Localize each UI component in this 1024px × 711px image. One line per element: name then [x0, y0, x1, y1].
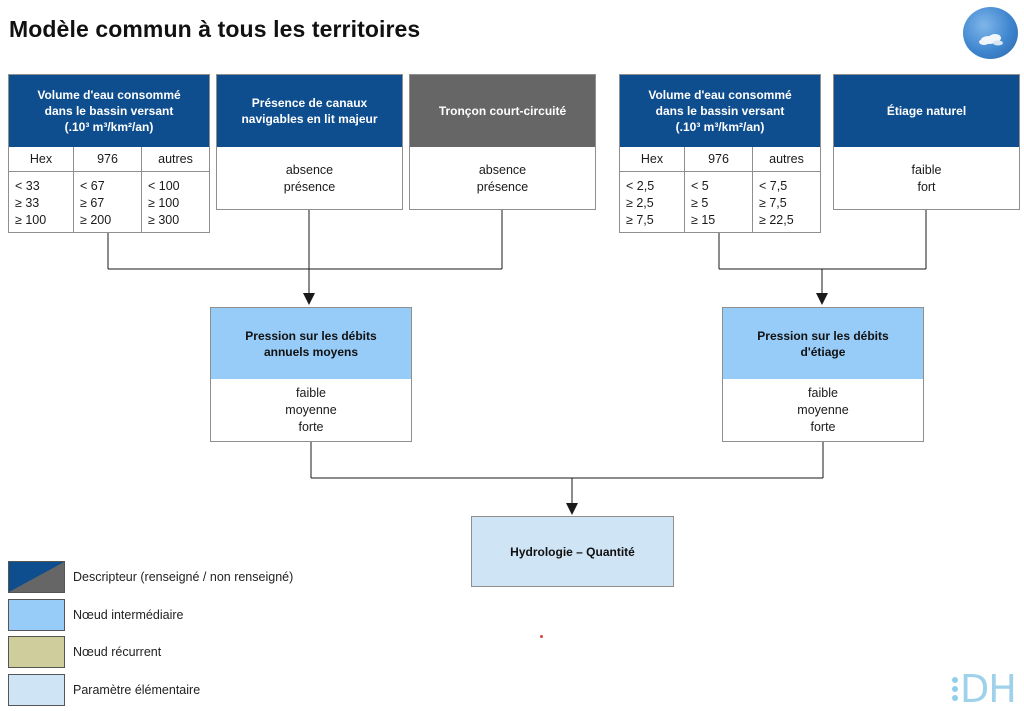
header-line: Volume d'eau consommé	[37, 88, 181, 102]
threshold-cell: < 67	[80, 179, 105, 193]
modality-list: faible moyenne forte	[723, 385, 923, 436]
header-line: Pression sur les débits	[757, 328, 889, 343]
descriptor-volume-annual: Volume d'eau consommé dans le bassin ver…	[8, 74, 210, 233]
threshold-cell: ≥ 200	[80, 213, 112, 227]
legend-swatch	[8, 674, 65, 706]
column-header: Hex	[620, 147, 684, 172]
column-header: autres	[142, 147, 209, 172]
header-line: dans le bassin versant	[655, 104, 785, 118]
legend-label: Nœud récurrent	[73, 645, 162, 659]
node-header: Pression sur les débits annuels moyens	[211, 308, 411, 379]
red-dot-marker	[540, 635, 543, 638]
legend-item-noeud-recurrent: Nœud récurrent	[8, 636, 161, 668]
page-title: Modèle commun à tous les territoires	[9, 16, 421, 42]
node-header: Hydrologie – Quantité	[472, 517, 673, 586]
threshold-table: Hex < 2,5 ≥ 2,5 ≥ 7,5 976 < 5 ≥ 5 ≥ 15 a…	[620, 147, 820, 232]
modality-list: faible fort	[834, 162, 1019, 196]
threshold-cell: < 33	[15, 179, 40, 193]
threshold-cell: ≥ 5	[691, 196, 709, 210]
header-line: dans le bassin versant	[44, 104, 174, 118]
header-line: (.10³ m³/km²/an)	[64, 120, 154, 134]
modality-value: présence	[283, 180, 336, 194]
header-line: Présence de canaux	[251, 96, 368, 110]
modality-value: faible	[296, 386, 326, 400]
threshold-cell: ≥ 100	[15, 213, 47, 227]
node-pression-moyens: Pression sur les débits annuels moyens f…	[210, 307, 412, 442]
threshold-cell: < 7,5	[759, 179, 788, 193]
threshold-cell: ≥ 100	[148, 196, 180, 210]
threshold-cell: < 2,5	[626, 179, 655, 193]
descriptor-canaux: Présence de canaux navigables en lit maj…	[216, 74, 403, 210]
modality-list: faible moyenne forte	[211, 385, 411, 436]
modality-value: présence	[476, 180, 529, 194]
descriptor-header: Étiage naturel	[834, 75, 1019, 147]
legend-label: Paramètre élémentaire	[73, 683, 201, 697]
descriptor-header: Présence de canaux navigables en lit maj…	[217, 75, 402, 147]
header-line: d'étiage	[800, 344, 846, 359]
column-header: Hex	[9, 147, 73, 172]
threshold-cell: < 5	[691, 179, 709, 193]
arrow-down-icon	[303, 293, 315, 305]
descriptor-troncon: Tronçon court-circuité absence présence	[409, 74, 596, 210]
legend-label: Descripteur (renseigné / non renseigné)	[73, 570, 294, 584]
arrow-down-icon	[566, 503, 578, 515]
header-line: Pression sur les débits	[245, 328, 377, 343]
legend-item-descripteur: Descripteur (renseigné / non renseigné)	[8, 561, 293, 593]
threshold-cell: < 100	[148, 179, 180, 193]
threshold-cell: ≥ 7,5	[626, 213, 654, 227]
column-header: 976	[685, 147, 752, 172]
header-line: Volume d'eau consommé	[648, 88, 792, 102]
node-pression-etiage: Pression sur les débits d'étiage faible …	[722, 307, 924, 442]
threshold-cell: ≥ 22,5	[759, 213, 794, 227]
modality-value: faible	[911, 163, 942, 177]
header-line: Tronçon court-circuité	[438, 104, 567, 118]
column-header: 976	[74, 147, 141, 172]
modality-value: moyenne	[797, 403, 849, 417]
header-line: annuels moyens	[263, 344, 358, 359]
header-line: Étiage naturel	[886, 104, 967, 118]
modality-list: absence présence	[410, 162, 595, 196]
modality-value: forte	[810, 420, 836, 434]
threshold-cell: ≥ 300	[148, 213, 180, 227]
descriptor-header: Volume d'eau consommé dans le bassin ver…	[620, 75, 820, 147]
descriptor-etiage-naturel: Étiage naturel faible fort	[833, 74, 1020, 210]
column-header: autres	[753, 147, 820, 172]
header-line: (.10³ m³/km²/an)	[675, 120, 765, 134]
modality-value: absence	[285, 163, 334, 177]
legend-item-noeud-intermediaire: Nœud intermédiaire	[8, 599, 183, 631]
modality-value: moyenne	[285, 403, 337, 417]
threshold-cell: ≥ 67	[80, 196, 105, 210]
legend-swatch	[8, 636, 65, 668]
legend-swatch-split	[8, 561, 65, 593]
modality-value: absence	[478, 163, 527, 177]
threshold-cell: ≥ 15	[691, 213, 716, 227]
modality-value: forte	[298, 420, 324, 434]
modality-value: fort	[917, 180, 936, 194]
arrow-down-icon	[816, 293, 828, 305]
legend-label: Nœud intermédiaire	[73, 608, 184, 622]
threshold-table: Hex < 33 ≥ 33 ≥ 100 976 < 67 ≥ 67 ≥ 200 …	[9, 147, 209, 232]
descriptor-header: Tronçon court-circuité	[410, 75, 595, 147]
legend-item-parametre-elementaire: Paramètre élémentaire	[8, 674, 200, 706]
dh-logo: DH	[950, 670, 1018, 708]
logo-text: DH	[960, 667, 1017, 711]
node-header: Pression sur les débits d'étiage	[723, 308, 923, 379]
threshold-cell: ≥ 33	[15, 196, 40, 210]
descriptor-volume-etiage: Volume d'eau consommé dans le bassin ver…	[619, 74, 821, 233]
logo-dots-icon	[950, 677, 960, 701]
threshold-cell: ≥ 2,5	[626, 196, 654, 210]
descriptor-header: Volume d'eau consommé dans le bassin ver…	[9, 75, 209, 147]
node-hydrologie-quantite: Hydrologie – Quantité	[471, 516, 674, 587]
legend-swatch	[8, 599, 65, 631]
cloud-logo-icon	[963, 7, 1018, 59]
modality-list: absence présence	[217, 162, 402, 196]
threshold-cell: ≥ 7,5	[759, 196, 787, 210]
modality-value: faible	[808, 386, 838, 400]
header-line: navigables en lit majeur	[241, 112, 378, 126]
